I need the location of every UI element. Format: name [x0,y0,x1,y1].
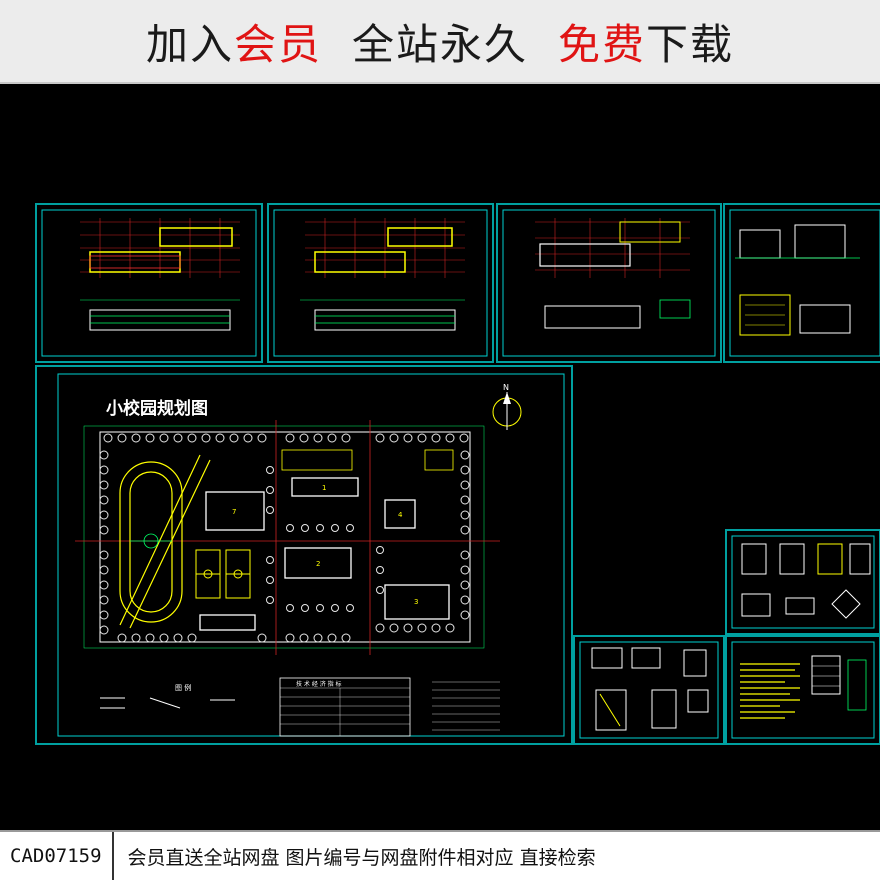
banner-text-member: 会员 [233,19,322,69]
promo-banner: 加入 会员 全站永久 免费 下载 [0,0,880,84]
sheet-2-plan [300,218,465,331]
building-2 [284,547,352,579]
cad-drawing-canvas: 小校园规划图 N [0,84,880,830]
sheet-frame-detail-3 [725,635,880,745]
building-7 [205,491,265,531]
sheet-frame-1 [35,203,263,363]
sheet-3-plan [535,218,691,329]
sheet-frame-main [35,365,573,745]
drawing-code: CAD07159 [0,832,114,880]
courts [195,549,251,599]
building-4 [384,499,416,529]
detail-sheet-3 [740,655,867,719]
svg-text:4: 4 [398,511,403,519]
site-plan: 小校园规划图 N [75,383,522,737]
banner-text-join: 加入 [145,19,234,69]
north-compass-icon: N [492,383,522,430]
detail-sheet-1 [591,647,709,731]
sheet-frame-detail-2 [725,529,880,635]
tree-row [99,433,470,643]
footer-description: 会员直送全站网盘 图片编号与网盘附件相对应 直接检索 [127,846,596,869]
sheet-4-elevations [735,224,860,336]
svg-text:1: 1 [322,484,326,492]
north-label: N [503,383,509,392]
footer-bar: CAD07159 会员直送全站网盘 图片编号与网盘附件相对应 直接检索 [0,830,880,880]
drawing-title: 小校园规划图 [106,398,208,419]
buildings [199,477,450,631]
indicator-table-title: 技 术 经 济 指 标 [296,680,342,688]
running-track [119,454,211,629]
building-labels: 7 1 4 2 3 [232,484,418,606]
svg-text:2: 2 [316,560,320,568]
building-3 [384,584,450,620]
sheet-frame-3 [496,203,722,363]
svg-text:3: 3 [414,598,418,606]
sheet-frame-4 [723,203,880,363]
cad-drawing: 小校园规划图 N [35,203,880,745]
banner-text-download: 下载 [646,19,735,69]
banner-text-forever: 全站永久 [351,19,528,69]
svg-text:7: 7 [232,508,236,516]
sheet-frames [35,203,880,745]
banner-text-free: 免费 [558,19,647,69]
sheet-1-plan [80,218,240,331]
sheet-frame-2 [267,203,494,363]
building-1 [291,477,359,497]
sheet-frame-detail-1 [573,635,725,745]
legend-title: 图 例 [175,683,191,692]
building-hall [199,614,256,631]
detail-sheet-2 [741,543,871,619]
